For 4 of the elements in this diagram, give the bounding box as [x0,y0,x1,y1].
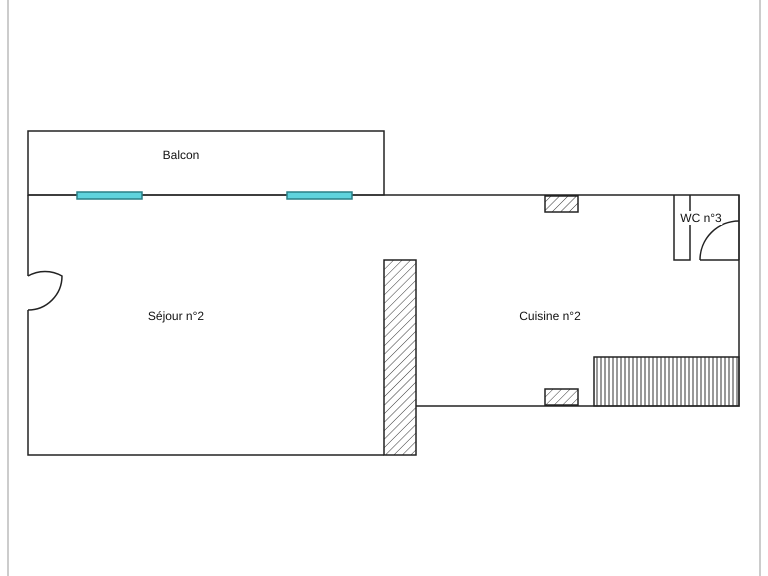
room-label: WC n°3 [679,211,723,225]
room-label: Séjour n°2 [146,309,206,323]
room-label: Cuisine n°2 [518,309,582,323]
room-label: Balcon [162,148,200,162]
